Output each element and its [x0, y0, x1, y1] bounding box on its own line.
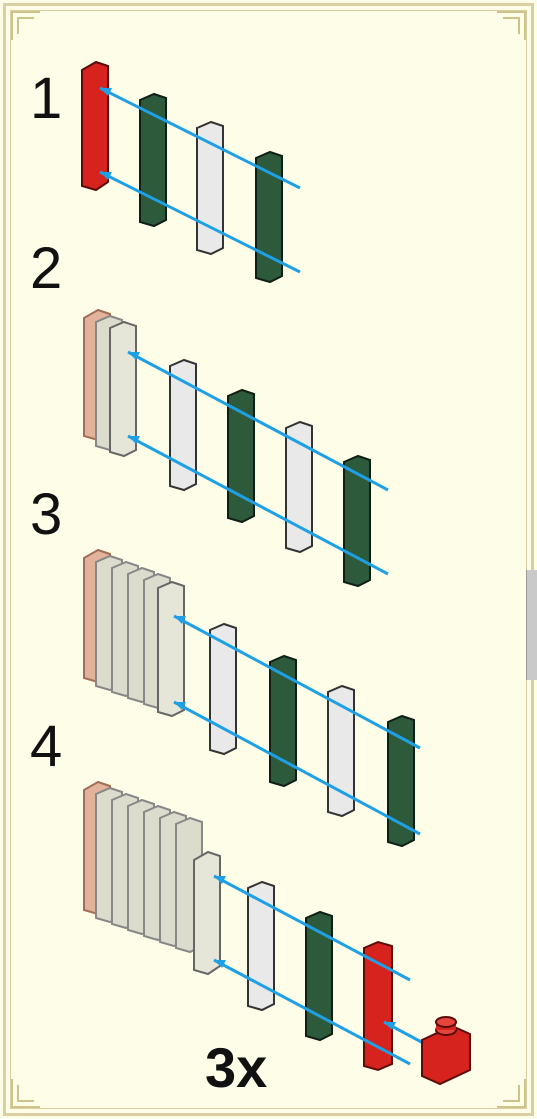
- step-3-diagram: [83, 548, 421, 848]
- page-frame-outer: [3, 3, 534, 1116]
- red-brick-1x1: [421, 1016, 471, 1086]
- step-4-diagram: [83, 780, 471, 1086]
- step-1-diagram: [81, 60, 301, 284]
- corner-ornaments: [11, 11, 526, 1108]
- step-number-2: 2: [30, 236, 63, 301]
- quantity-multiplier: 3x: [205, 1036, 268, 1099]
- step-number-1: 1: [30, 66, 63, 131]
- page-edge-tab: [526, 570, 537, 680]
- step-number-4: 4: [30, 714, 63, 779]
- page-frame-inner: [10, 10, 527, 1109]
- step-2-diagram: [83, 308, 389, 588]
- step-number-3: 3: [30, 482, 63, 547]
